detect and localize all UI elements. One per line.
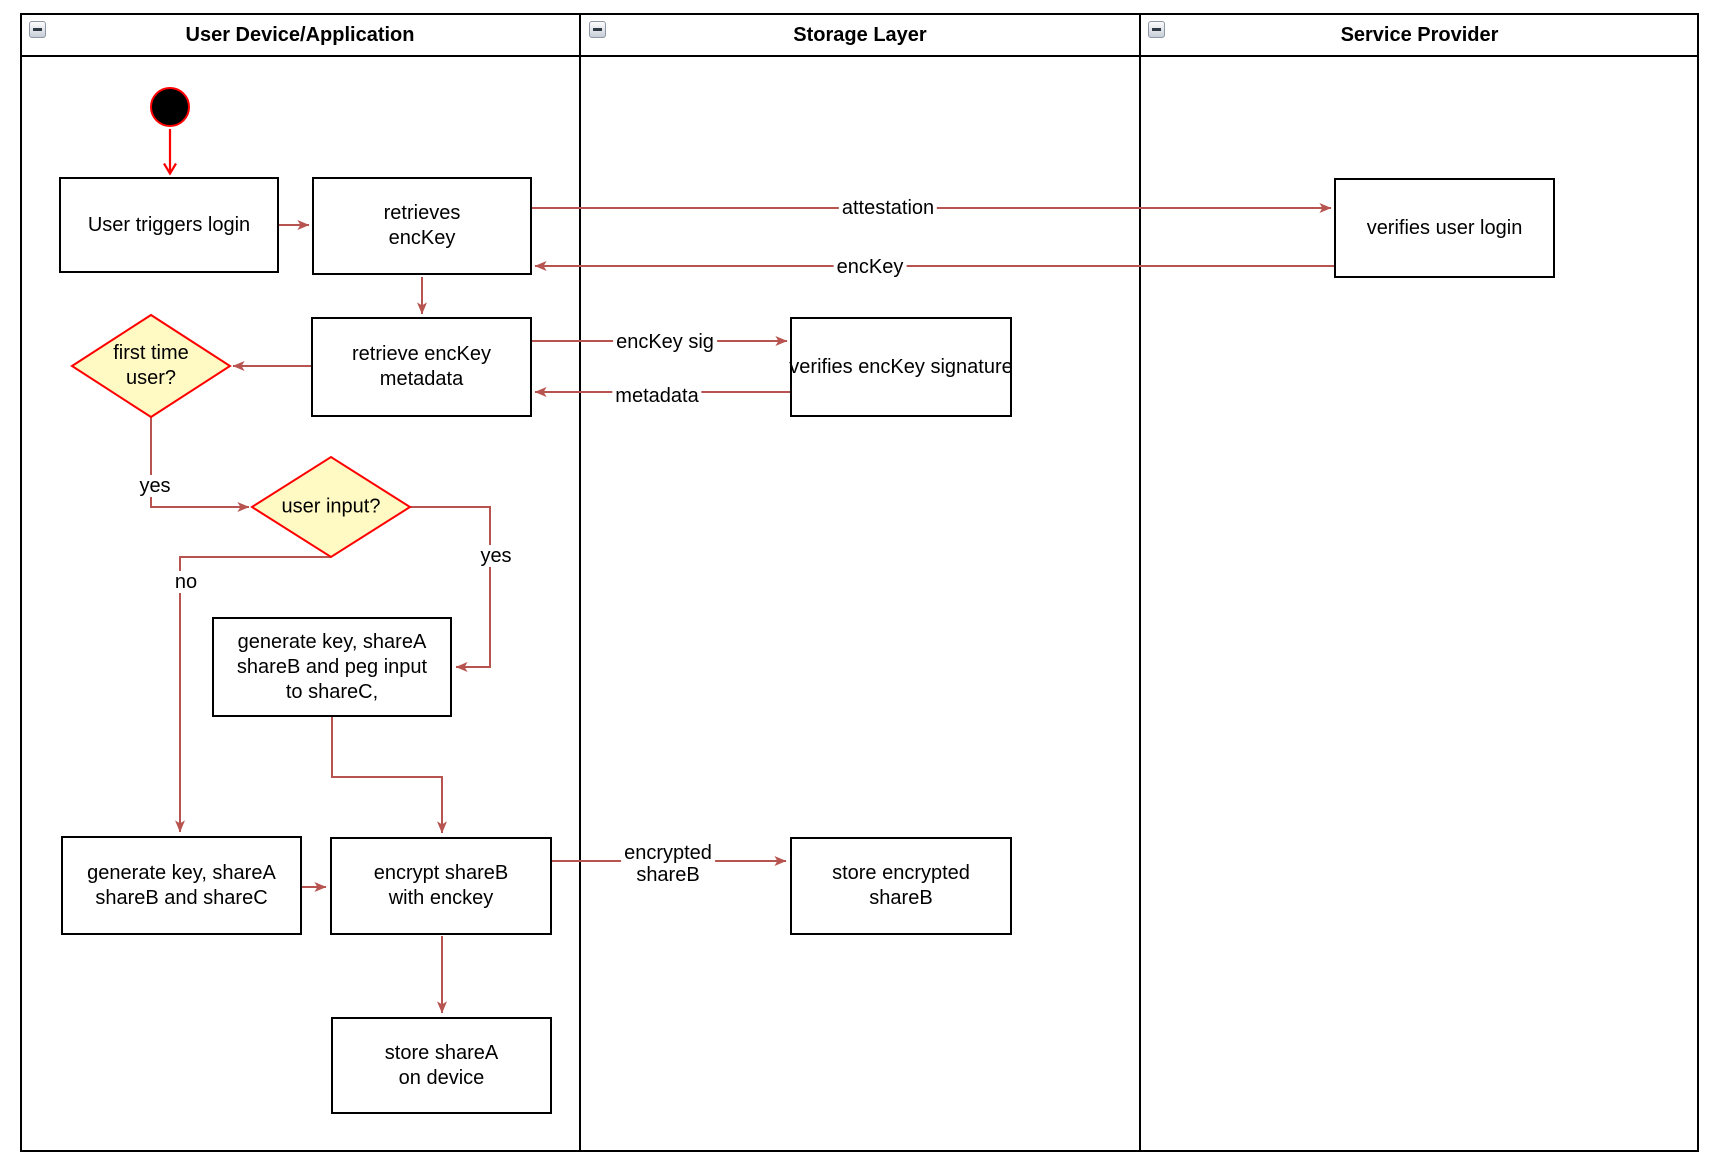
- edge-label-metadata[interactable]: metadata: [612, 385, 702, 407]
- lane-header-service-provider[interactable]: Service Provider: [1340, 23, 1499, 46]
- node-encrypt-shareb[interactable]: encrypt shareB with enckey: [330, 837, 552, 935]
- node-verifies-user-login[interactable]: verifies user login: [1334, 178, 1555, 278]
- lane-header-divider: [20, 55, 1699, 57]
- edge-label-yes-first-time[interactable]: yes: [136, 475, 174, 497]
- node-store-sharea[interactable]: store shareA on device: [331, 1017, 552, 1114]
- node-store-encrypted-shareb[interactable]: store encrypted shareB: [790, 837, 1012, 935]
- decision-label-user-input[interactable]: user input?: [281, 495, 381, 518]
- node-retrieves-enckey[interactable]: retrieves encKey: [312, 177, 532, 275]
- pool-border: [20, 13, 1699, 1152]
- node-generate-peg-input[interactable]: generate key, shareA shareB and peg inpu…: [212, 617, 452, 717]
- decision-label-first-time-user[interactable]: first time user?: [113, 342, 189, 389]
- node-retrieve-enckey-metadata[interactable]: retrieve encKey metadata: [311, 317, 532, 417]
- node-generate-shares[interactable]: generate key, shareA shareB and shareC: [61, 836, 302, 935]
- node-verifies-enckey-signature[interactable]: verifies encKey signature: [789, 317, 1013, 417]
- collapse-minus-icon[interactable]: [589, 21, 606, 38]
- edge-label-yes-user-input[interactable]: yes: [477, 545, 515, 567]
- edge-label-enckey-sig[interactable]: encKey sig: [613, 331, 717, 353]
- edge-user-input-yes[interactable]: [410, 506, 491, 672]
- edge-peg-to-encrypt[interactable]: [331, 717, 447, 834]
- lane-header-storage-layer[interactable]: Storage Layer: [793, 23, 927, 46]
- edge-label-enckey[interactable]: encKey: [833, 256, 907, 278]
- collapse-minus-icon[interactable]: [1148, 21, 1165, 38]
- edge-label-no-user-input[interactable]: no: [171, 571, 201, 593]
- node-user-triggers-login[interactable]: User triggers login: [59, 177, 279, 273]
- edge-label-encrypted-shareb[interactable]: encrypted shareB: [621, 842, 715, 886]
- start-node[interactable]: [150, 87, 190, 127]
- edge-label-attestation[interactable]: attestation: [838, 197, 938, 219]
- edge-user-input-no[interactable]: [175, 556, 331, 833]
- lane-divider-2: [1139, 13, 1141, 1152]
- decision-user-input[interactable]: [250, 455, 412, 559]
- decision-first-time-user[interactable]: [70, 313, 232, 419]
- lane-header-user-device[interactable]: User Device/Application: [185, 23, 415, 46]
- edge-first-time-yes[interactable]: [150, 417, 250, 512]
- collapse-minus-icon[interactable]: [29, 21, 46, 38]
- lane-divider-1: [579, 13, 581, 1152]
